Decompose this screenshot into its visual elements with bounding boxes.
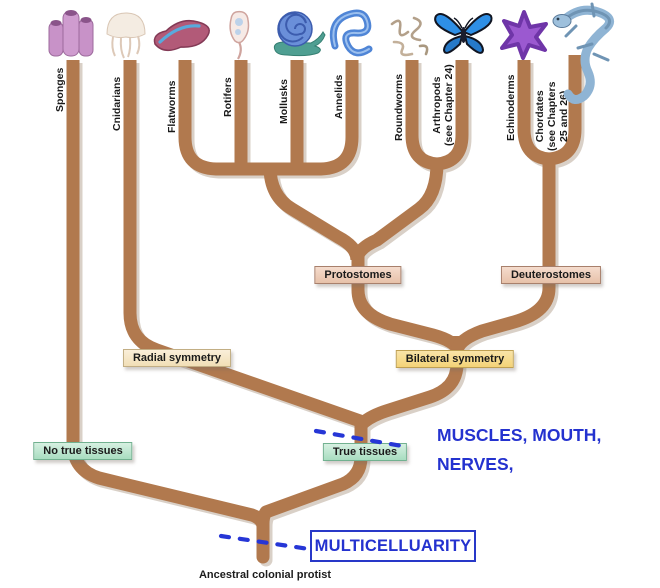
segmented-worm-icon [329, 9, 373, 57]
branches [66, 55, 582, 564]
taxon-label-roundworms: Roundworms [393, 73, 405, 141]
taxon-label-echinoderms: Echinoderms [505, 74, 517, 141]
taxon-label-annelids: Annelids [333, 74, 345, 119]
branch-lophotrochozoa-arc [178, 60, 359, 176]
snail-icon [273, 11, 326, 57]
taxon-label-flatworms: Flatworms [166, 80, 178, 133]
branch-bilateria-stem [356, 336, 464, 430]
flatworm-icon [153, 19, 210, 52]
taxon-label-sponges: Sponges [54, 67, 66, 112]
branch-protostome-stem [351, 248, 465, 353]
branch-lophotrochozoa-stem [263, 166, 364, 261]
branch-true-tissues-stem [256, 416, 368, 525]
multicellularity-annotation-box: MULTICELLUARITY [310, 530, 476, 562]
taxon-label-mollusks: Mollusks [278, 79, 290, 124]
protostomes-label: Protostomes [314, 266, 402, 284]
bilateral-symmetry-label: Bilateral symmetry [395, 350, 515, 368]
taxon-label-cnidarians: Cnidarians [111, 76, 123, 131]
sponges-icon [48, 10, 94, 57]
root-label: Ancestral colonial protist [198, 569, 332, 581]
branch-deuterostome-stem [450, 159, 556, 353]
branch-ecdysozoa-stem [350, 162, 444, 261]
taxon-label-arthropods: Arthropods (see Chapter 24) [431, 64, 455, 146]
rotifer-icon [229, 10, 250, 60]
true-tissues-label: True tissues [322, 443, 408, 461]
lizard-icon [552, 2, 615, 104]
taxon-label-rotifers: Rotifers [222, 77, 234, 117]
starfish-icon [500, 10, 548, 60]
radial-symmetry-label: Radial symmetry [122, 349, 232, 367]
deuterostomes-label: Deuterostomes [500, 266, 602, 284]
roundworm-icon [390, 16, 429, 57]
no-true-tissues-label: No true tissues [33, 442, 133, 460]
jellyfish-icon [106, 12, 146, 59]
muscles-mouth-nerves-annotation: MUSCLES, MOUTH, NERVES, [437, 425, 602, 474]
butterfly-icon [434, 13, 493, 54]
